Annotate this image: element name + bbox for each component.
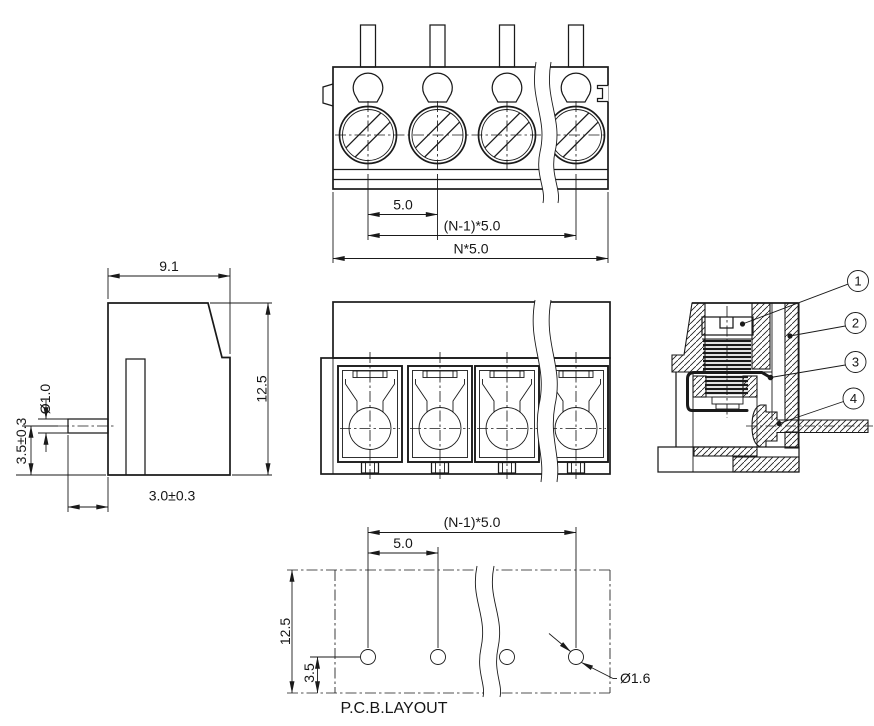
front-lower-body <box>320 357 611 475</box>
callout-balloons: 1 2 3 4 <box>842 270 869 410</box>
front-view <box>320 299 611 483</box>
pcb-layout: (N-1)*5.0 5.0 12.5 3.5 Ø1.6 P.C.B.LAYOUT <box>277 514 651 717</box>
break-line <box>474 565 485 698</box>
callout-4: 4 <box>850 391 857 406</box>
side-view-body <box>107 302 231 476</box>
wire-clamp <box>686 371 772 412</box>
top-span-label: (N-1)*5.0 <box>444 218 501 234</box>
screw-slot <box>719 317 734 329</box>
pcb-hole-offset-label: 3.5 <box>301 663 317 683</box>
housing-base <box>732 456 800 473</box>
front-pole-1 <box>337 351 403 480</box>
pcb-hole-diameter-label: Ø1.6 <box>620 670 651 686</box>
housing-wall-left <box>671 302 706 373</box>
break-gap <box>534 62 559 203</box>
top-view-body <box>332 66 609 190</box>
break-line <box>534 61 544 204</box>
break-line <box>532 299 543 483</box>
pcb-span-label: (N-1)*5.0 <box>444 514 501 530</box>
callout-2: 2 <box>852 316 859 331</box>
side-view: 9.1 12.5 Ø1.0 3.5±0.3 3.0±0.3 <box>13 258 272 512</box>
housing-wall-inner <box>751 302 771 370</box>
terminal-pole-1 <box>338 24 398 171</box>
section-view: 1 2 3 4 <box>657 270 873 473</box>
pcb-height-label: 12.5 <box>277 618 293 645</box>
break-gap <box>533 300 558 482</box>
mounting-tab <box>322 83 334 107</box>
side-notch <box>596 84 608 103</box>
pin-offset-label: 3.5±0.3 <box>13 417 29 464</box>
pcb-pitch-label: 5.0 <box>393 535 413 551</box>
side-depth-label: 9.1 <box>159 258 179 274</box>
terminal-pole-2 <box>408 24 467 171</box>
break-line <box>548 299 559 483</box>
side-height-label: 12.5 <box>254 375 270 402</box>
front-upper-body <box>332 301 611 359</box>
top-pitch-label: 5.0 <box>393 197 413 213</box>
pcb-hole-4 <box>568 649 584 665</box>
break-gap <box>475 566 501 697</box>
break-line <box>491 565 502 698</box>
callout-leaders <box>739 283 848 427</box>
top-view: 5.0 (N-1)*5.0 N*5.0 <box>322 24 609 263</box>
front-pole-2 <box>407 351 473 480</box>
front-pole-3 <box>474 351 540 480</box>
screw-threads <box>703 339 751 395</box>
pin-diameter-label: Ø1.0 <box>37 384 53 415</box>
pcb-hole-3 <box>499 649 515 665</box>
housing-wall-right <box>784 302 800 421</box>
callout-1: 1 <box>854 274 861 289</box>
terminal-pole-3 <box>477 24 537 171</box>
clamp-body <box>692 396 758 448</box>
pcb-layout-caption: P.C.B.LAYOUT <box>341 700 448 717</box>
side-slot <box>125 358 146 475</box>
screw-head <box>701 316 754 336</box>
top-total-label: N*5.0 <box>453 241 488 257</box>
pcb-hole-2 <box>430 649 446 665</box>
pin-length-label: 3.0±0.3 <box>149 488 196 504</box>
callout-3: 3 <box>852 355 859 370</box>
pcb-hole-1 <box>360 649 376 665</box>
break-line <box>549 61 559 204</box>
